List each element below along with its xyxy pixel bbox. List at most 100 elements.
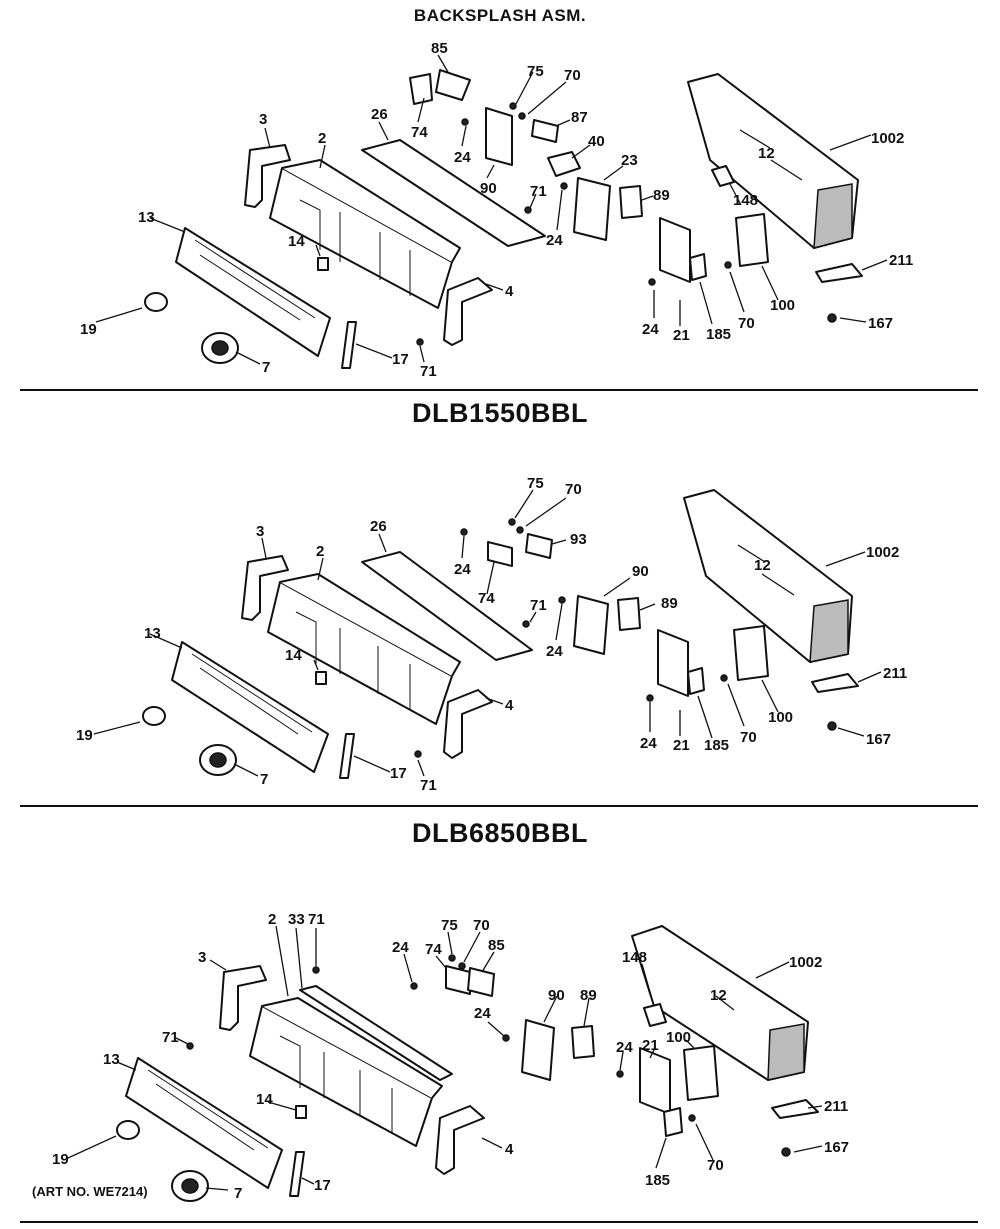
- label: 14: [285, 647, 302, 664]
- label: 33: [288, 911, 305, 928]
- section-divider-1: [20, 389, 978, 391]
- screw-71: [524, 206, 532, 214]
- part-2-backsplash-housing: [267, 581, 453, 725]
- part-185-holder: [687, 667, 705, 695]
- label: 100: [770, 297, 795, 314]
- label: 14: [256, 1091, 273, 1108]
- screw-167: [827, 721, 837, 731]
- screw-167: [827, 313, 837, 323]
- screw-24: [616, 1070, 624, 1078]
- section-divider-3: [20, 1221, 978, 1223]
- label: 71: [420, 363, 437, 380]
- label: 7: [234, 1185, 242, 1202]
- screw-24: [646, 694, 654, 702]
- part-211-bracket: [771, 1099, 819, 1119]
- label: 167: [868, 315, 893, 332]
- label: 70: [740, 729, 757, 746]
- part-19-knob: [142, 706, 166, 726]
- diagram-dlb6850bbl: 2 33 71 75 70 24 74 85 148 1002 3 90 89 …: [52, 911, 849, 1202]
- part-85-switch: [435, 69, 471, 101]
- assembly-title: BACKSPLASH ASM.: [413, 6, 587, 25]
- model-title-dlb1550bbl: DLB1550BBL: [411, 398, 589, 428]
- label: 70: [565, 481, 582, 498]
- screw-70: [516, 526, 524, 534]
- label: 148: [622, 949, 647, 966]
- part-90-plate: [521, 1019, 555, 1081]
- part-13-control-panel: [175, 227, 331, 357]
- label: 70: [738, 315, 755, 332]
- screw-71: [522, 620, 530, 628]
- part-26-trim-strip: [361, 139, 546, 247]
- label: 26: [370, 518, 387, 535]
- part-4-end-bracket: [435, 1105, 485, 1175]
- part-90-bracket: [485, 107, 513, 166]
- part-2-backsplash-housing: [249, 1005, 433, 1147]
- part-89-switch: [619, 185, 643, 219]
- screw-70: [688, 1114, 696, 1122]
- label: 12: [758, 145, 775, 162]
- label: 3: [198, 949, 206, 966]
- screw-70: [518, 112, 526, 120]
- label: 148: [733, 192, 758, 209]
- label: 85: [488, 937, 505, 954]
- label: 1002: [866, 544, 899, 561]
- label: 3: [256, 523, 264, 540]
- screw-75: [508, 518, 516, 526]
- part-14-clip: [295, 1105, 307, 1119]
- part-89-switch: [617, 597, 641, 631]
- screw-70: [720, 674, 728, 682]
- label: 89: [580, 987, 597, 1004]
- label: 70: [564, 67, 581, 84]
- label: 100: [768, 709, 793, 726]
- label: 2: [318, 130, 326, 147]
- screw-75: [448, 954, 456, 962]
- label: 90: [548, 987, 565, 1004]
- label: 4: [505, 697, 514, 714]
- label: 40: [588, 133, 605, 150]
- label: 19: [76, 727, 93, 744]
- part-14-clip: [317, 257, 329, 271]
- label: 17: [314, 1177, 331, 1194]
- label: 21: [673, 327, 690, 344]
- label: 7: [260, 771, 268, 788]
- label: 71: [420, 777, 437, 794]
- screw-70: [724, 261, 732, 269]
- part-148-clip: [643, 1003, 667, 1027]
- label: 24: [640, 735, 657, 752]
- label: 70: [707, 1157, 724, 1174]
- label: 24: [454, 561, 471, 578]
- model-title-dlb6850bbl: DLB6850BBL: [411, 818, 589, 848]
- label: 75: [527, 475, 544, 492]
- label: 24: [392, 939, 409, 956]
- screw-75: [509, 102, 517, 110]
- part-33-trim-strip: [299, 985, 453, 1081]
- label: 71: [530, 597, 547, 614]
- part-21-bracket: [639, 1047, 671, 1115]
- part-185-holder: [689, 253, 707, 281]
- part-21-bracket: [657, 629, 689, 697]
- screw-71: [416, 338, 424, 346]
- label: 26: [371, 106, 388, 123]
- label: 13: [138, 209, 155, 226]
- part-74-bracket: [445, 965, 471, 995]
- part-14-clip: [315, 671, 327, 685]
- part-26-trim-strip: [361, 551, 533, 661]
- part-4-end-bracket: [443, 277, 493, 346]
- screw-24: [460, 528, 468, 536]
- label: 19: [80, 321, 97, 338]
- label: 71: [530, 183, 547, 200]
- part-148-clip: [711, 165, 735, 187]
- label: 71: [162, 1029, 179, 1046]
- label: 23: [621, 152, 638, 169]
- part-211-bracket: [815, 263, 863, 283]
- label: 17: [390, 765, 407, 782]
- part-185-holder: [663, 1107, 683, 1137]
- label: 2: [268, 911, 276, 928]
- screw-24: [558, 596, 566, 604]
- part-23-plate: [573, 177, 611, 241]
- part-211-bracket: [811, 673, 859, 693]
- label: 185: [704, 737, 729, 754]
- label: 90: [632, 563, 649, 580]
- label: 24: [454, 149, 471, 166]
